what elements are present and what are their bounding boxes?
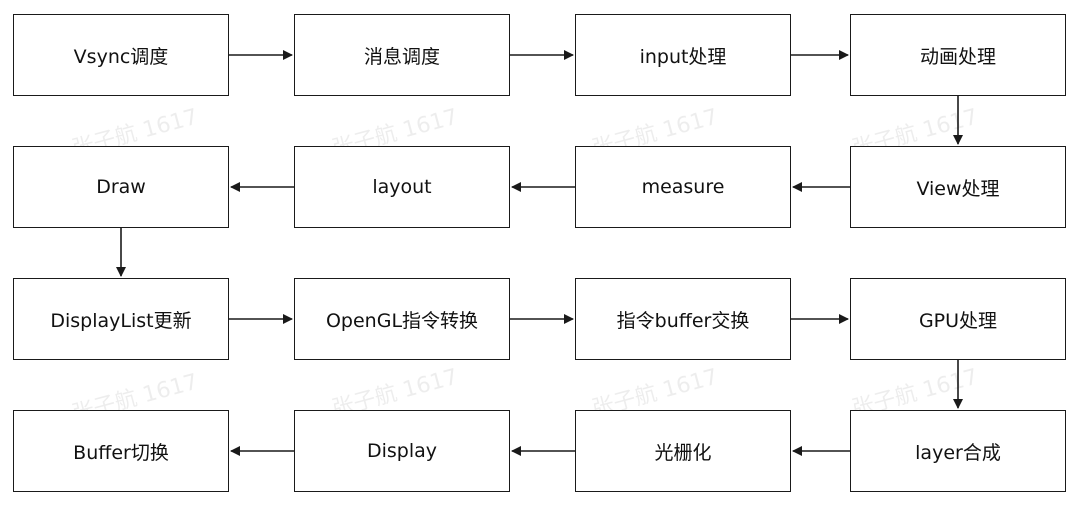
step-gpu-processing: GPU处理 bbox=[850, 278, 1066, 360]
step-command-buffer-swap: 指令buffer交换 bbox=[575, 278, 791, 360]
step-input-handling: input处理 bbox=[575, 14, 791, 96]
step-measure: measure bbox=[575, 146, 791, 228]
step-message-scheduling: 消息调度 bbox=[294, 14, 510, 96]
step-view-handling: View处理 bbox=[850, 146, 1066, 228]
step-draw: Draw bbox=[13, 146, 229, 228]
step-opengl-command-conversion: OpenGL指令转换 bbox=[294, 278, 510, 360]
step-display: Display bbox=[294, 410, 510, 492]
step-vsync-scheduling: Vsync调度 bbox=[13, 14, 229, 96]
step-layer-composition: layer合成 bbox=[850, 410, 1066, 492]
step-displaylist-update: DisplayList更新 bbox=[13, 278, 229, 360]
step-buffer-switch: Buffer切换 bbox=[13, 410, 229, 492]
step-layout: layout bbox=[294, 146, 510, 228]
step-animation-handling: 动画处理 bbox=[850, 14, 1066, 96]
step-rasterization: 光栅化 bbox=[575, 410, 791, 492]
